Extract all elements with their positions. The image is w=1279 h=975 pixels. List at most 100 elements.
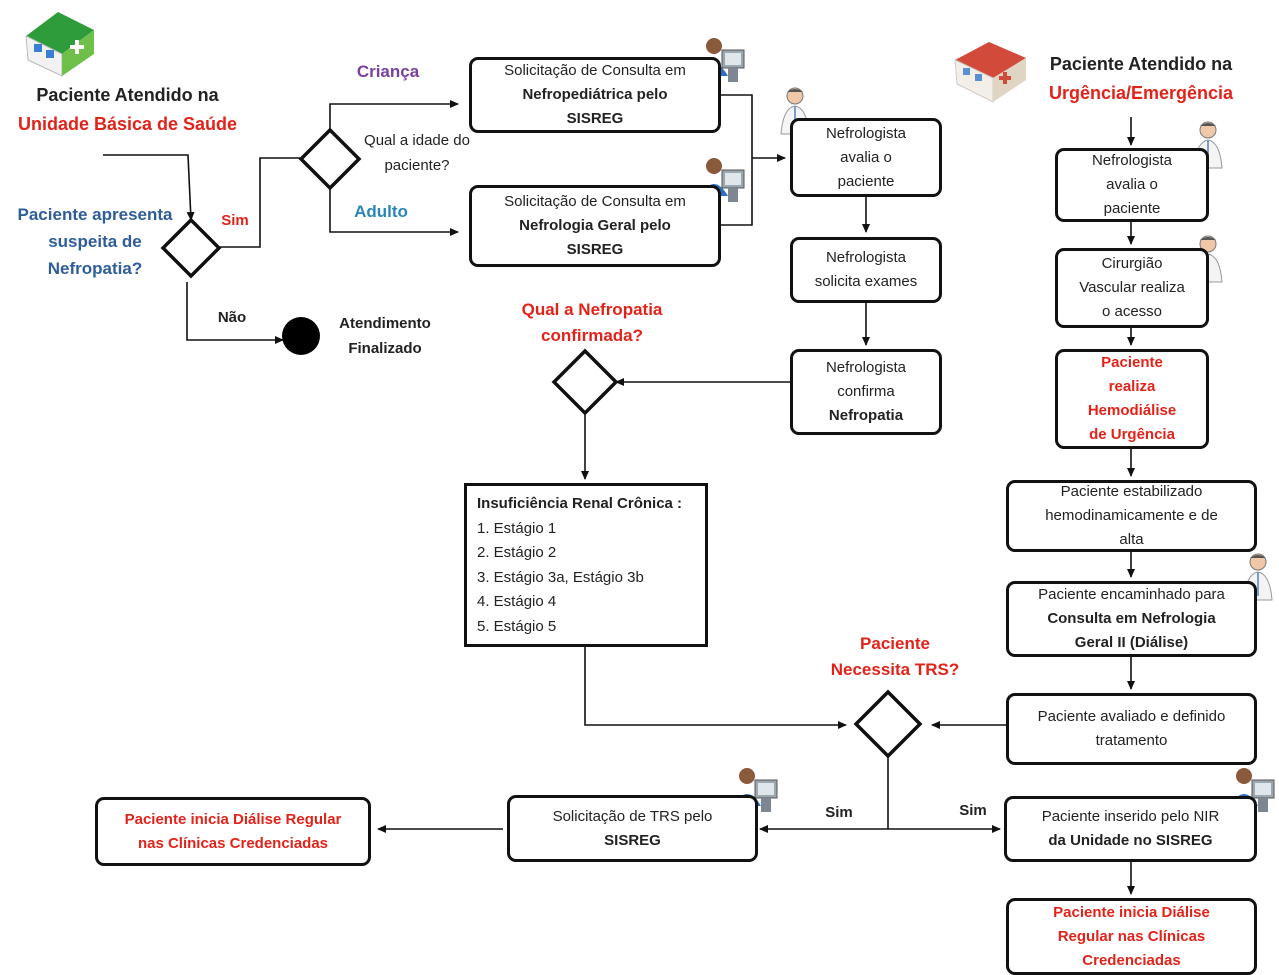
edge-label-adulto: Adulto [354, 202, 408, 221]
box-line: paciente [837, 172, 895, 190]
irc-heading: Insuficiência Renal Crônica : [477, 495, 683, 512]
box-line: Paciente avaliado e definido [1037, 708, 1226, 725]
atendimento-finalizado: Atendimento Finalizado [328, 311, 442, 361]
question-idade: Qual a idade do paciente? [352, 128, 482, 178]
box-line: hemodinamicamente e de [1045, 507, 1218, 524]
box-line: Nefrologia Geral pelo [519, 217, 671, 234]
box-line: Geral II (Diálise) [1074, 634, 1189, 651]
urgencia-title-line2: Urgência/Emergência [1048, 83, 1234, 103]
terminal-line: Finalizado [348, 340, 422, 357]
irc-item: 3. Estágio 3a, Estágio 3b [477, 568, 644, 586]
box-line: SISREG [604, 831, 661, 849]
box-line: realiza [1108, 378, 1156, 395]
connector-adulto [329, 188, 459, 236]
edge-label-crianca: Criança [356, 62, 420, 81]
edge-label-nao: Não [217, 309, 247, 326]
box-paciente-encaminhado: Paciente encaminhado para Consulta em Ne… [1006, 581, 1257, 657]
box-line: alta [1119, 531, 1144, 548]
box-dialise-regular-left: Paciente inicia Diálise Regular nas Clín… [95, 797, 371, 866]
question-line: suspeita de [48, 232, 142, 251]
irc-item: 5. Estágio 5 [477, 617, 557, 635]
irc-item: 4. Estágio 4 [477, 593, 557, 610]
connector-crianca [329, 100, 459, 132]
question-line: confirmada? [540, 326, 644, 345]
box-line: paciente [1103, 200, 1161, 217]
box-consulta-nefropediatrica: Solicitação de Consulta em Nefropediátri… [469, 57, 721, 133]
urgencia-title: Paciente Atendido na Urgência/Emergência [1028, 50, 1254, 108]
box-line: da Unidade no SISREG [1048, 832, 1213, 849]
box-line: Nefrologista [825, 124, 907, 142]
box-nefrologista-solicita-exames: Nefrologista solicita exames [790, 237, 942, 303]
question-line: Nefropatia? [47, 259, 143, 278]
box-line: SISREG [566, 241, 624, 258]
hospital-icon [953, 38, 1028, 104]
box-line: avalia o [1106, 176, 1158, 193]
question-confirmada: Qual a Nefropatia confirmada? [497, 297, 687, 349]
question-trs: Paciente Necessita TRS? [820, 631, 970, 683]
connector-ubs-to-q1 [103, 154, 195, 221]
terminal-line: Atendimento [339, 315, 431, 332]
ubs-title: Paciente Atendido na Unidade Básica de S… [0, 81, 255, 139]
box-line: Cirurgião [1101, 255, 1163, 272]
irc-item: 1. Estágio 1 [477, 519, 557, 537]
box-consulta-nefrologia-geral: Solicitação de Consulta em Nefrologia Ge… [469, 185, 721, 267]
box-line: tratamento [1095, 732, 1168, 749]
box-line: Paciente inicia Diálise Regular [124, 810, 342, 828]
box-paciente-estabilizado: Paciente estabilizado hemodinamicamente … [1006, 480, 1257, 552]
box-line: confirma [837, 383, 895, 400]
box-line: Consulta em Nefrologia [1047, 610, 1216, 627]
ubs-title-line2: Unidade Básica de Saúde [17, 114, 238, 134]
end-terminal-dot [282, 317, 320, 355]
question-line: Paciente apresenta [17, 205, 173, 224]
box-line: Solicitação de Consulta em [504, 62, 686, 79]
box-urg-nefrologista-avalia: Nefrologista avalia o paciente [1055, 148, 1209, 222]
connector-irc-to-qtrs [584, 647, 847, 729]
question-line: Qual a Nefropatia [521, 300, 663, 319]
box-line: Vascular realiza [1079, 279, 1185, 296]
box-paciente-avaliado: Paciente avaliado e definido tratamento [1006, 693, 1257, 765]
box-line: o acesso [1101, 303, 1163, 320]
box-line: Nefrologista [825, 249, 907, 266]
edge-label-sim: Sim [221, 212, 249, 229]
box-line: Nefropatia [828, 407, 904, 424]
box-line: Nefrologista [1091, 152, 1173, 169]
box-line: Regular nas Clínicas [1057, 927, 1206, 945]
box-dialise-regular-right: Paciente inicia Diálise Regular nas Clín… [1006, 898, 1257, 975]
health-clinic-icon [24, 10, 96, 78]
decision-diamond-idade [298, 127, 362, 191]
box-line: Paciente inserido pelo NIR [1041, 808, 1220, 825]
box-line: Paciente estabilizado [1060, 483, 1203, 500]
box-line: Solicitação de Consulta em [504, 193, 686, 210]
question-nefropatia: Paciente apresenta suspeita de Nefropati… [6, 201, 184, 282]
question-line: Qual a idade do [364, 132, 470, 149]
box-line: Paciente encaminhado para [1038, 586, 1225, 603]
question-line: Necessita TRS? [830, 660, 960, 679]
box-paciente-inserido-nir: Paciente inserido pelo NIR da Unidade no… [1004, 796, 1257, 862]
question-line: Paciente [860, 634, 930, 653]
box-line: SISREG [566, 110, 624, 127]
box-hemodialise-urgencia: Paciente realiza Hemodiálise de Urgência [1055, 349, 1209, 449]
decision-diamond-nefropatia [160, 217, 222, 279]
box-line: Solicitação de TRS pelo [552, 807, 713, 825]
box-line: avalia o [840, 148, 892, 166]
box-line: Paciente [1101, 354, 1163, 371]
box-insuficiencia-renal-cronica: Insuficiência Renal Crônica : 1. Estágio… [464, 483, 708, 647]
box-line: Hemodiálise [1087, 402, 1177, 419]
ubs-title-line1: Paciente Atendido na [36, 85, 219, 105]
connector-q1-nao [186, 282, 284, 344]
box-line: Nefropediátrica pelo [522, 86, 668, 103]
connector-nefroped-to-avalia [720, 94, 753, 226]
box-cirurgiao-vascular: Cirurgião Vascular realiza o acesso [1055, 248, 1209, 328]
box-nefrologista-avalia: Nefrologista avalia o paciente [790, 118, 942, 197]
box-line: de Urgência [1089, 426, 1175, 443]
box-solicitacao-trs: Solicitação de TRS pelo SISREG [507, 795, 758, 862]
box-line: Credenciadas [1082, 951, 1181, 969]
edge-label-sim-trs-left: Sim [825, 804, 853, 821]
decision-diamond-trs [853, 689, 923, 759]
question-line: paciente? [384, 157, 450, 174]
box-line: Paciente inicia Diálise [1053, 903, 1210, 921]
urgencia-title-line1: Paciente Atendido na [1049, 54, 1233, 74]
decision-diamond-confirmada [551, 348, 619, 416]
irc-item: 2. Estágio 2 [477, 544, 557, 561]
